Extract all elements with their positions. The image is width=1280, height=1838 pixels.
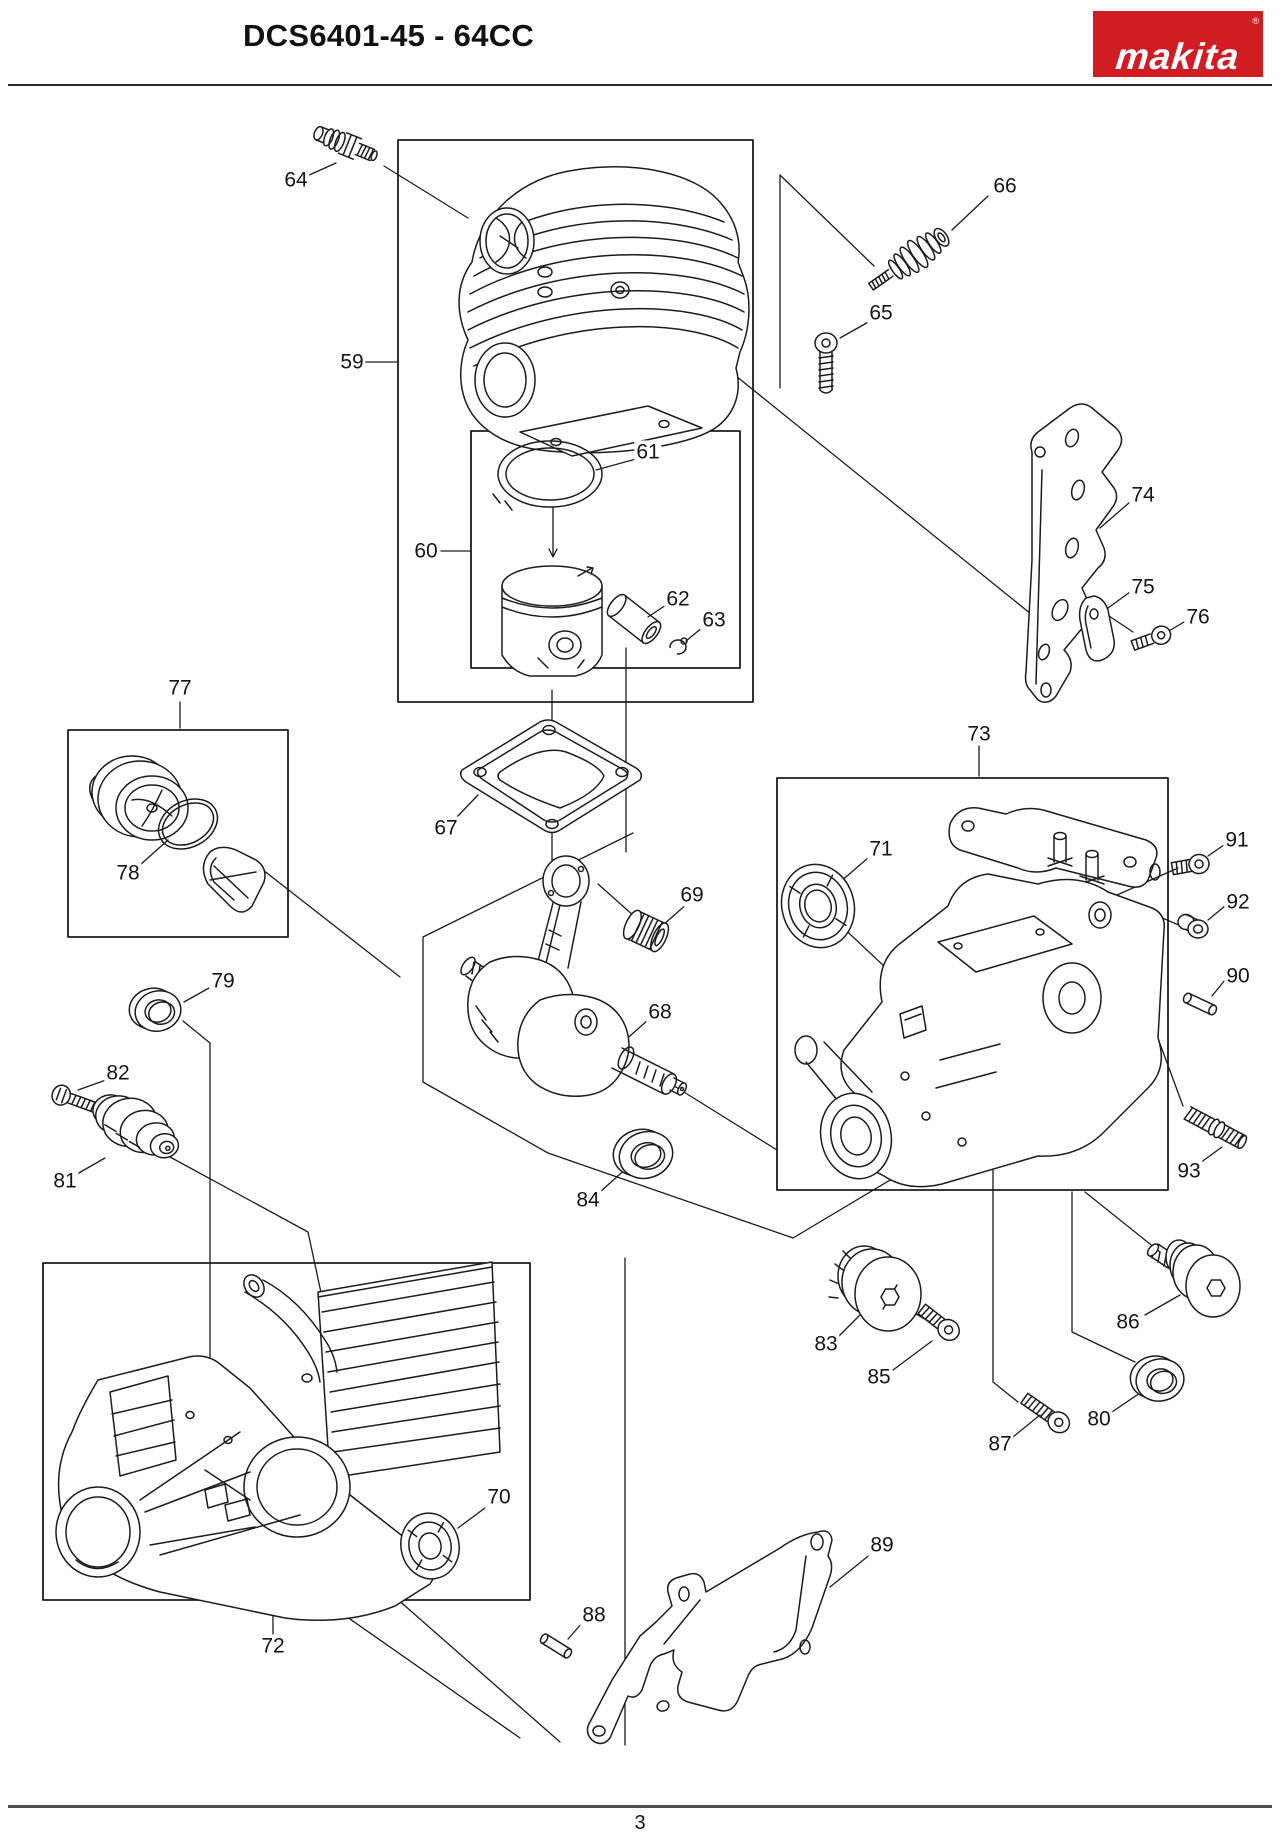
- stud-93-drawing: [1183, 1105, 1248, 1150]
- o-ring-78-drawing: [157, 798, 219, 850]
- screw-85-drawing: [917, 1303, 960, 1341]
- crankcase-gasket-drawing: [586, 1530, 833, 1745]
- circlip-drawing: [668, 637, 688, 656]
- oil-pump-drawing: [92, 1094, 180, 1159]
- header-divider: [8, 84, 1272, 86]
- registered-trademark-icon: ®: [1252, 16, 1259, 26]
- page-number: 3: [634, 1812, 646, 1834]
- cap-retainer-drawing: [202, 846, 266, 913]
- plug-92-drawing: [1177, 913, 1209, 939]
- crankcase-left-drawing: [55, 1261, 501, 1622]
- group-box-73: [776, 777, 1169, 1191]
- screw-65-drawing: [814, 332, 838, 394]
- cylinder-gasket-drawing: [459, 719, 643, 834]
- needle-bearing-drawing: [622, 909, 670, 953]
- dowel-pin-drawing: [539, 1633, 573, 1659]
- crankshaft-drawing: [460, 855, 688, 1097]
- group-box-77: [67, 729, 289, 938]
- decompression-valve-drawing: [867, 227, 950, 291]
- screw-76-drawing: [1130, 625, 1172, 651]
- spike-plate-drawing: [1024, 403, 1123, 703]
- piston-pin-drawing: [606, 593, 662, 645]
- piston-ring-drawing: [492, 440, 603, 511]
- ball-bearing-71-drawing: [780, 863, 856, 949]
- screw-91-drawing: [1170, 853, 1210, 876]
- fuel-cap-drawing: [89, 755, 189, 841]
- oil-cap-86-drawing: [1146, 1239, 1241, 1318]
- spark-plug-drawing: [313, 125, 378, 162]
- footer-divider: [8, 1805, 1272, 1808]
- screw-87-drawing: [1020, 1392, 1071, 1434]
- piston-drawing: [501, 565, 603, 677]
- pin-90-drawing: [1182, 992, 1218, 1016]
- oil-seal-79-drawing: [128, 987, 182, 1032]
- ball-bearing-70-drawing: [400, 1512, 460, 1580]
- page-title: DCS6401-45 - 64CC: [243, 18, 535, 53]
- clamp-75-drawing: [1078, 595, 1115, 662]
- screw-82-drawing: [51, 1084, 104, 1115]
- cap-83-drawing: [828, 1245, 922, 1332]
- seal-80-drawing: [1129, 1355, 1185, 1402]
- cylinder-drawing: [458, 166, 750, 457]
- crankcase-right-drawing: [794, 807, 1165, 1188]
- group-box-59: [397, 139, 754, 703]
- makita-logo: makita ®: [1093, 11, 1263, 77]
- seal-84-drawing: [612, 1128, 674, 1180]
